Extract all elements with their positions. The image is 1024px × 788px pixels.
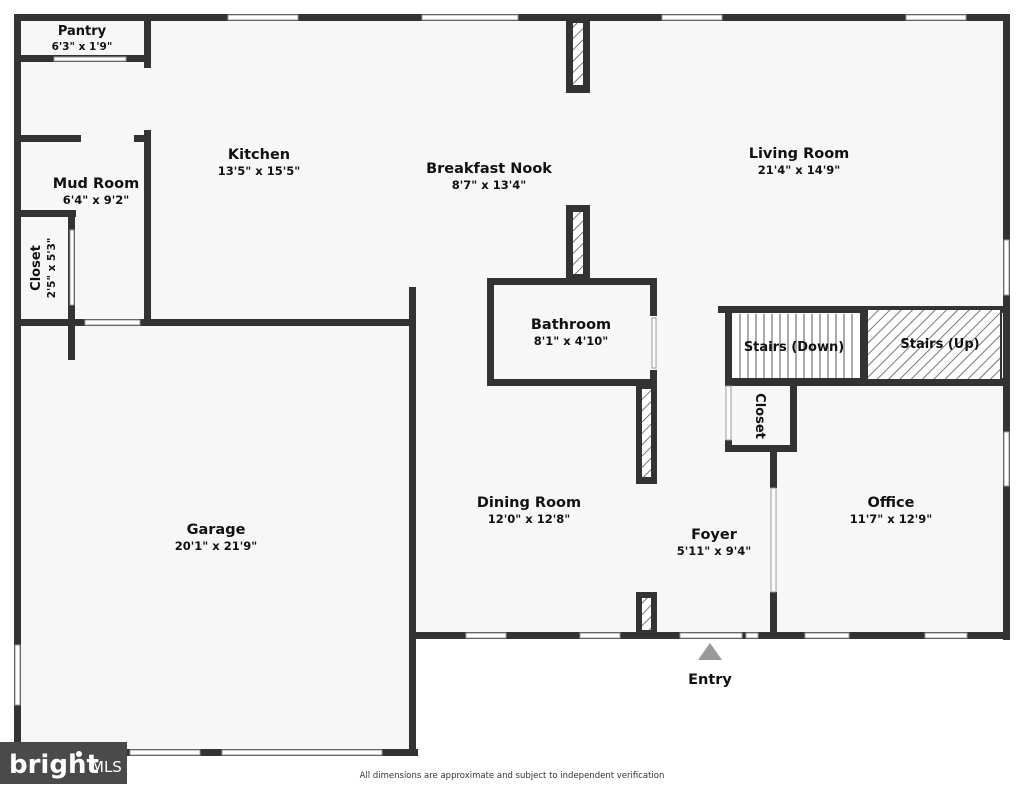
svg-text:MLS: MLS bbox=[91, 758, 122, 776]
mud-room-name: Mud Room bbox=[53, 176, 139, 192]
pantry-name: Pantry bbox=[58, 24, 107, 39]
living-room-dims: 21'4" x 14'9" bbox=[758, 163, 840, 177]
bright-mls-logo-graphic: bright MLS bbox=[9, 750, 122, 780]
bright-mls-logo: bright MLS bbox=[0, 742, 127, 784]
stairs-up-graphic bbox=[866, 308, 1002, 381]
closet-right-name: Closet bbox=[752, 393, 767, 439]
stairs-down-name: Stairs (Down) bbox=[744, 340, 844, 355]
entry-label: Entry bbox=[688, 672, 732, 688]
mud-room-dims: 6'4" x 9'2" bbox=[63, 193, 129, 207]
pillar-hatches bbox=[571, 21, 653, 632]
closet-left-name: Closet bbox=[29, 245, 44, 291]
living-room-name: Living Room bbox=[749, 146, 850, 162]
foyer-name: Foyer bbox=[691, 527, 738, 543]
stairs-up-name: Stairs (Up) bbox=[900, 337, 979, 352]
garage-name: Garage bbox=[187, 522, 246, 538]
stairs-down-graphic bbox=[733, 314, 860, 378]
dining-room-name: Dining Room bbox=[477, 495, 581, 511]
kitchen-dims: 13'5" x 15'5" bbox=[218, 164, 300, 178]
kitchen-name: Kitchen bbox=[228, 147, 290, 163]
entry-arrow-icon bbox=[698, 643, 722, 660]
breakfast-nook-dims: 8'7" x 13'4" bbox=[452, 178, 526, 192]
office-name: Office bbox=[868, 495, 915, 511]
svg-text:bright: bright bbox=[9, 750, 99, 780]
bathroom-dims: 8'1" x 4'10" bbox=[534, 334, 608, 348]
dining-room-dims: 12'0" x 12'8" bbox=[488, 512, 570, 526]
office-dims: 11'7" x 12'9" bbox=[850, 512, 932, 526]
windows bbox=[14, 14, 1010, 756]
foyer-dims: 5'11" x 9'4" bbox=[677, 544, 751, 558]
closet-left-dims: 2'5" x 5'3" bbox=[46, 238, 58, 299]
closet-left-label: Closet 2'5" x 5'3" bbox=[29, 238, 58, 299]
pantry-dims: 6'3" x 1'9" bbox=[52, 41, 113, 53]
closet-right-label: Closet bbox=[752, 393, 767, 439]
garage-dims: 20'1" x 21'9" bbox=[175, 539, 257, 553]
breakfast-nook-name: Breakfast Nook bbox=[426, 161, 552, 177]
disclaimer-note: All dimensions are approximate and subje… bbox=[359, 771, 665, 781]
bathroom-name: Bathroom bbox=[531, 317, 611, 333]
